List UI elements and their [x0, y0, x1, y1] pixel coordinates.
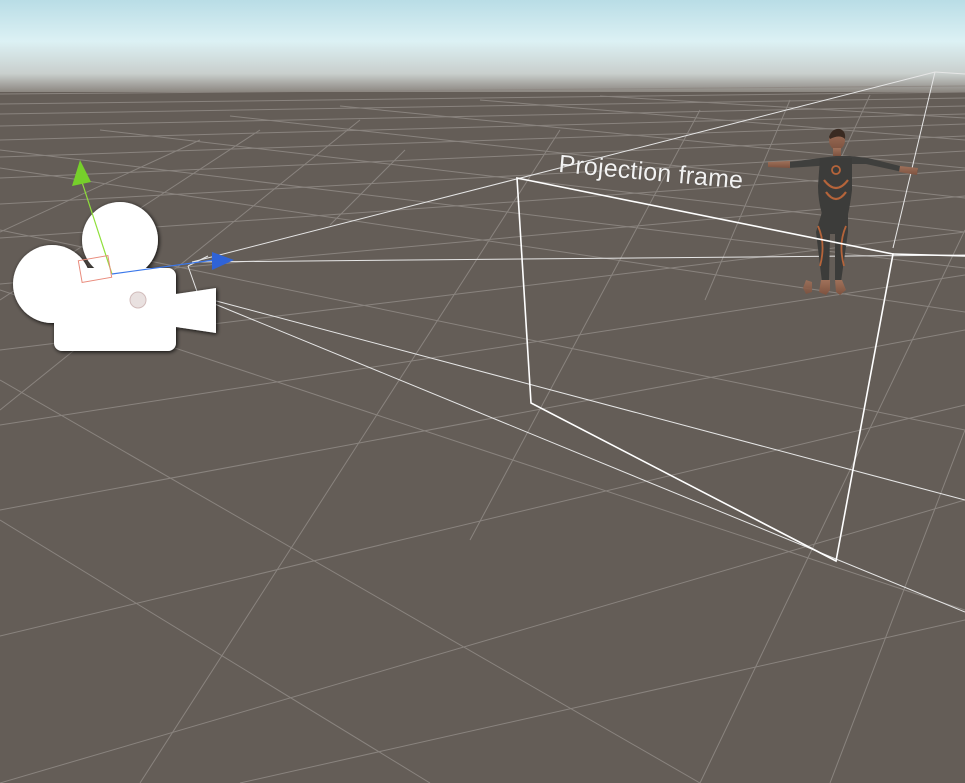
gizmo-y-axis[interactable] [79, 175, 113, 275]
gizmo-y-arrow-icon[interactable] [72, 160, 91, 186]
gizmo-z-arrow-icon[interactable] [212, 252, 234, 270]
camera-frustum [187, 71, 965, 613]
character-model[interactable] [768, 128, 918, 295]
transform-gizmo[interactable] [72, 160, 234, 309]
projection-frame[interactable] [516, 177, 965, 563]
gizmo-center[interactable] [129, 291, 147, 309]
camera-icon[interactable] [13, 202, 216, 351]
gizmo-z-axis[interactable] [111, 259, 215, 275]
sky [0, 0, 965, 92]
gizmo-plane-handle[interactable] [77, 254, 113, 284]
